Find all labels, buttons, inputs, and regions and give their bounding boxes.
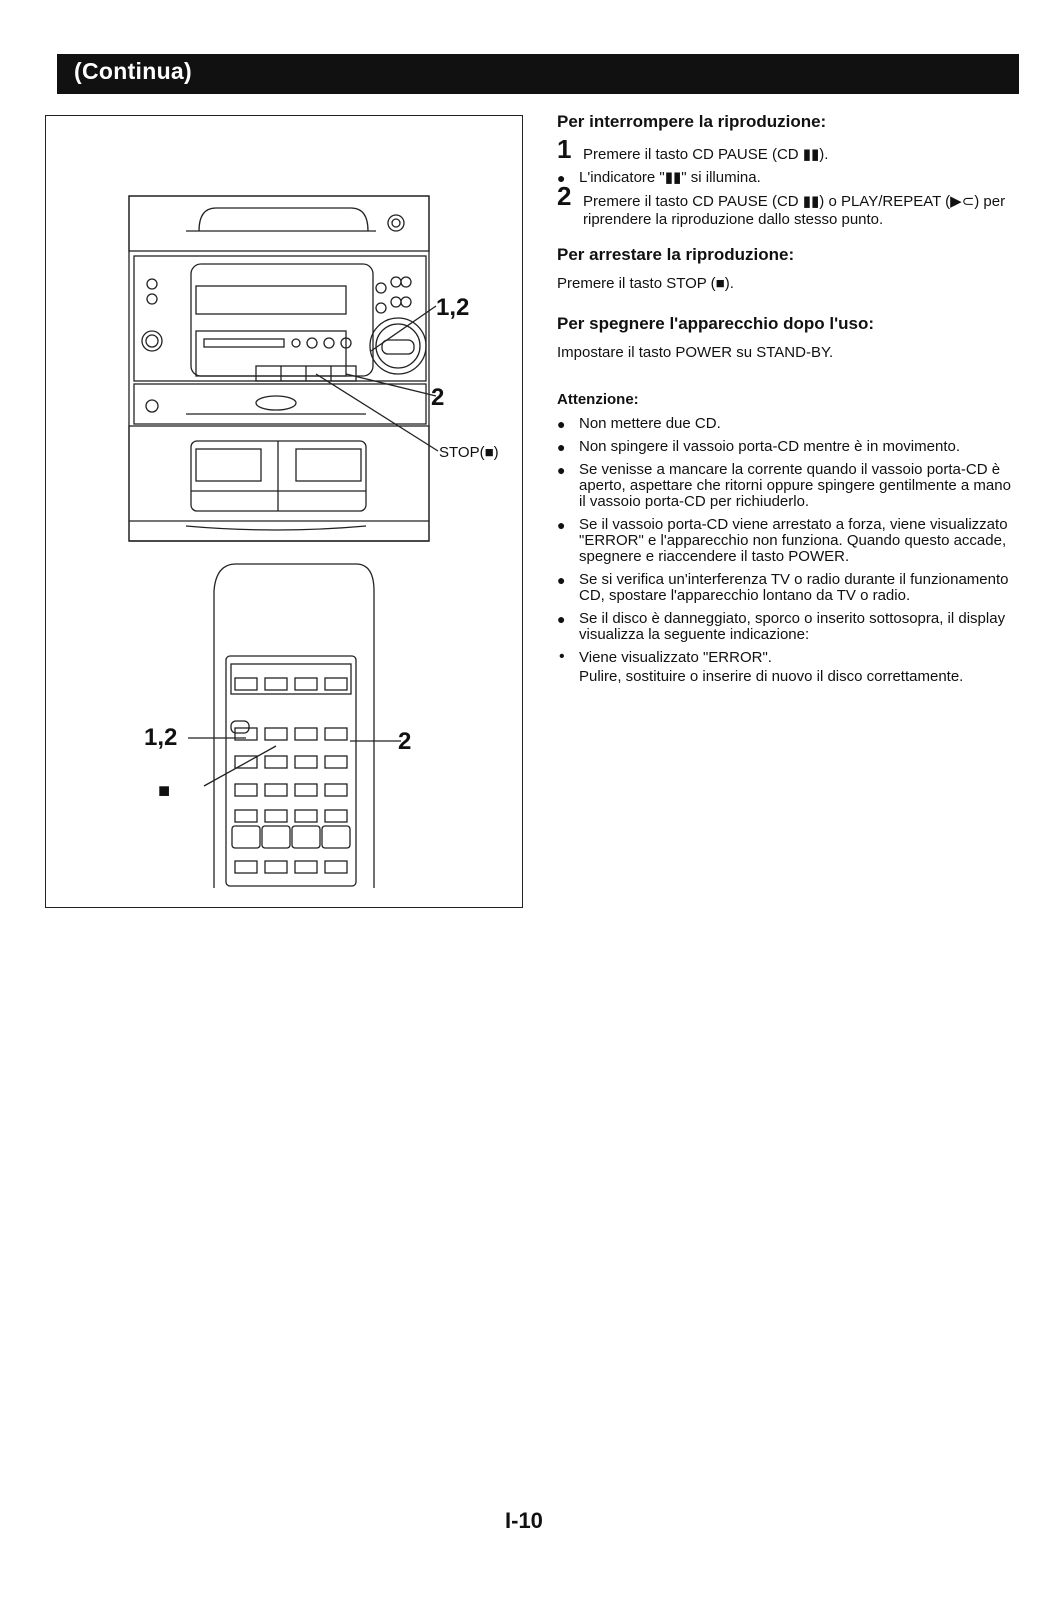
callout-remote-stop: ■ — [158, 780, 171, 802]
callout-unit-stop: STOP(■) — [439, 444, 499, 461]
attention-item: Se venisse a mancare la corrente quando … — [557, 462, 1019, 510]
stop-text: Premere il tasto STOP (■). — [557, 275, 734, 292]
attention-sub-item: Viene visualizzato "ERROR". — [557, 649, 1019, 666]
attention-item: Non spingere il vassoio porta-CD mentre … — [557, 439, 1019, 456]
step-2: 2 Premere il tasto CD PAUSE (CD ▮▮) o PL… — [557, 183, 1019, 229]
step-text: Premere il tasto CD PAUSE (CD ▮▮). — [583, 146, 829, 163]
section-title-interrupt: Per interrompere la riproduzione: — [557, 112, 827, 131]
callout-unit-1-2: 1,2 — [436, 294, 470, 321]
instructions-column: Per interrompere la riproduzione: 1 Prem… — [557, 112, 1019, 685]
callout-unit-2: 2 — [431, 384, 445, 411]
attention-item: Se si verifica un'interferenza TV o radi… — [557, 572, 1019, 604]
attention-sub-item-note: Pulire, sostituire o inserire di nuovo i… — [579, 668, 964, 685]
illustration-frame: 1,2 2 STOP(■) 1,2 2 ■ — [45, 115, 523, 908]
callout-remote-1-2: 1,2 — [144, 724, 178, 751]
section-title-power-off: Per spegnere l'apparecchio dopo l'uso: — [557, 314, 874, 333]
step-1: 1 Premere il tasto CD PAUSE (CD ▮▮). — [557, 136, 1019, 164]
section-title-stop: Per arrestare la riproduzione: — [557, 245, 795, 264]
power-off-text: Impostare il tasto POWER su STAND-BY. — [557, 344, 834, 361]
bullet-indicator: L'indicatore "▮▮" si illumina. — [557, 170, 1019, 187]
callout-remote-2: 2 — [398, 728, 412, 755]
header-title: (Continua) — [74, 58, 192, 84]
header-bar: (Continua) — [57, 54, 1019, 94]
step-number: 1 — [557, 134, 572, 164]
step-text: Premere il tasto CD PAUSE (CD ▮▮) o PLAY… — [583, 193, 1006, 228]
step-number: 2 — [557, 181, 572, 211]
section-title-attention: Attenzione: — [557, 391, 639, 408]
page-number: I-10 — [505, 1508, 543, 1533]
attention-item: Se il vassoio porta-CD viene arrestato a… — [557, 517, 1019, 565]
attention-item: Se il disco è danneggiato, sporco o inse… — [557, 611, 1019, 643]
stereo-and-remote-illustration — [128, 195, 439, 888]
attention-item: Non mettere due CD. — [557, 416, 1019, 433]
